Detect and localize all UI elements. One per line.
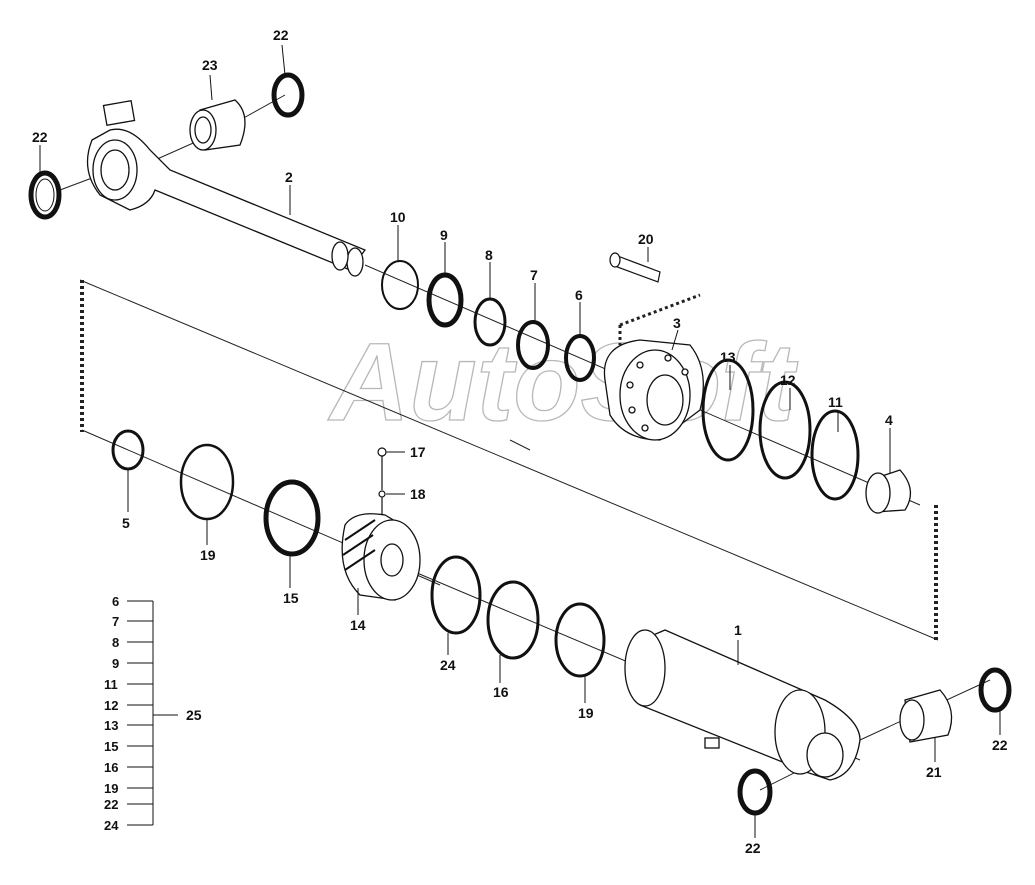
seal-part-11[interactable] [810, 409, 860, 501]
leader-lines [39, 44, 1001, 838]
gland-head-part-3[interactable] [603, 339, 704, 441]
callout-4: 4 [885, 412, 893, 428]
kit-item: 22 [104, 797, 118, 812]
wear-ring-part-19-right[interactable] [554, 602, 606, 678]
kit-item: 16 [104, 760, 118, 775]
bushing-part-21[interactable] [899, 689, 953, 743]
ring-part-22-bottom[interactable] [737, 768, 773, 816]
bolt-part-20[interactable] [609, 252, 661, 283]
kit-list: 6 7 8 9 11 12 13 15 16 19 22 24 25 [104, 594, 202, 833]
kit-item: 11 [104, 677, 118, 692]
wear-ring-part-19-left[interactable] [179, 443, 235, 521]
seal-part-13[interactable] [701, 358, 755, 462]
callout-19a: 19 [200, 547, 216, 563]
callout-23: 23 [202, 57, 218, 73]
piston-part-14[interactable] [341, 513, 421, 601]
callout-15: 15 [283, 590, 299, 606]
seal-part-15[interactable] [263, 479, 321, 557]
callout-22a: 22 [273, 27, 289, 43]
callout-22d: 22 [745, 840, 761, 856]
callout-labels: 1 2 3 4 5 6 7 8 9 10 11 12 13 14 15 16 1… [32, 27, 1008, 856]
callout-7: 7 [530, 267, 538, 283]
kit-item: 7 [112, 614, 119, 629]
callout-19b: 19 [578, 705, 594, 721]
kit-item: 24 [104, 818, 119, 833]
kit-item: 8 [112, 635, 119, 650]
lower-right-seals [430, 555, 606, 678]
bushing-part-4[interactable] [865, 469, 912, 514]
kit-label: 25 [186, 707, 202, 723]
callout-2: 2 [285, 169, 293, 185]
seal-part-10[interactable] [381, 260, 419, 310]
kit-item: 6 [112, 594, 119, 609]
kit-item: 13 [104, 718, 118, 733]
callout-11: 11 [828, 394, 843, 410]
callout-16: 16 [493, 684, 509, 700]
cylinder-tube-part-1[interactable] [624, 629, 861, 781]
callout-14: 14 [350, 617, 366, 633]
callout-17: 17 [410, 444, 426, 460]
kit-item: 19 [104, 781, 118, 796]
kit-item: 12 [104, 698, 118, 713]
callout-22b: 22 [32, 129, 48, 145]
callout-5: 5 [122, 515, 130, 531]
seal-part-7[interactable] [516, 320, 550, 370]
seal-part-12[interactable] [758, 380, 812, 480]
callout-13: 13 [720, 349, 736, 365]
ring-part-22-right[interactable] [978, 667, 1012, 713]
seal-part-16[interactable] [486, 580, 540, 660]
callout-10: 10 [390, 209, 406, 225]
fitting-part-17[interactable] [377, 447, 387, 490]
bushing-part-23[interactable] [189, 99, 246, 151]
kit-item: 9 [112, 656, 119, 671]
callout-6: 6 [575, 287, 583, 303]
dashed-assembly-outline [79, 279, 939, 641]
callout-18: 18 [410, 486, 426, 502]
callout-1: 1 [734, 622, 742, 638]
callout-20: 20 [638, 231, 654, 247]
seal-rings-right [701, 358, 860, 501]
piston-rod-part-2[interactable] [86, 99, 367, 277]
ring-part-22-left[interactable] [28, 170, 62, 220]
callout-8: 8 [485, 247, 493, 263]
ring-part-22-top[interactable] [271, 72, 305, 118]
callout-21: 21 [926, 764, 942, 780]
seal-part-5[interactable] [111, 429, 145, 471]
lower-left-parts [111, 429, 321, 557]
kit-item: 15 [104, 739, 118, 754]
fitting-part-18[interactable] [378, 490, 386, 515]
callout-22c: 22 [992, 737, 1008, 753]
callout-24: 24 [440, 657, 456, 673]
watermark-text: AutoSoft [327, 321, 799, 444]
seal-part-24[interactable] [430, 555, 482, 635]
callout-9: 9 [440, 227, 448, 243]
callout-3: 3 [673, 315, 681, 331]
callout-12: 12 [780, 372, 796, 388]
